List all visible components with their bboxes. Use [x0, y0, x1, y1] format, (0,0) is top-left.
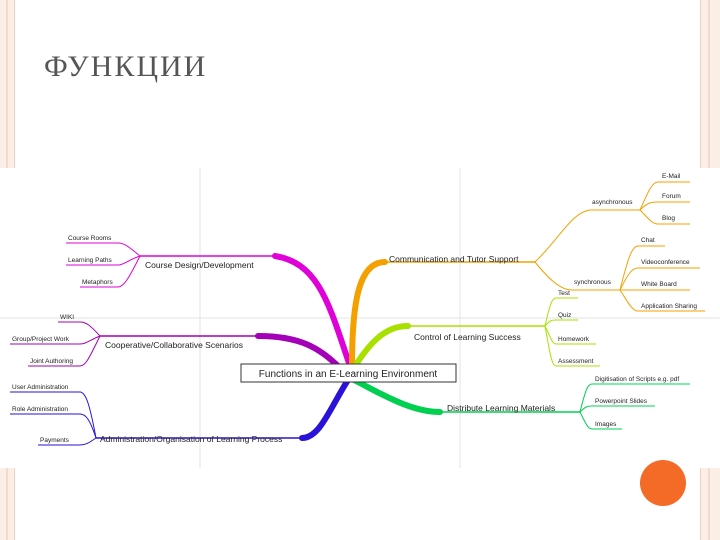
leaf-label: Application Sharing: [641, 303, 697, 310]
leaf-label: Images: [595, 421, 617, 428]
central-node-box: [240, 363, 457, 383]
leaf-connector: [544, 325, 596, 345]
leaf-label: Course Rooms: [68, 235, 112, 242]
leaf-connector: [38, 437, 97, 446]
sub-label: synchronous: [574, 279, 612, 286]
leaf-label: Role Administration: [12, 406, 68, 413]
leaf-connector: [28, 335, 101, 367]
central-node-label: Functions in an E-Learning Environment: [259, 369, 438, 380]
leaf-connector: [66, 255, 141, 266]
decorative-orange-circle: [640, 460, 686, 506]
leaf-label: User Administration: [12, 384, 69, 391]
leaf-connector: [639, 201, 690, 211]
leaf-connector: [10, 391, 97, 439]
mindmap-panel: Course Design/Development Course Rooms L…: [0, 168, 720, 468]
branch-connector: [351, 377, 443, 415]
leaf-label: Joint Authoring: [30, 358, 73, 365]
branch-label: Cooperative/Collaborative Scenarios: [105, 340, 243, 350]
leaf-label: Videoconference: [641, 259, 690, 266]
leaf-label: White Board: [641, 281, 677, 288]
leaf-label: Learning Paths: [68, 257, 112, 264]
leaf-label: Chat: [641, 237, 655, 244]
branch-connector: [272, 253, 353, 369]
leaf-connector: [619, 289, 705, 312]
leaf-connector: [619, 267, 700, 291]
leaf-label: Quiz: [558, 312, 571, 319]
branch-label: Administration/Organisation of Learning …: [100, 434, 282, 444]
slide-title: ФУНКЦИИ: [44, 50, 208, 83]
leaf-label: Digitisation of Scripts e.g. pdf: [595, 376, 679, 383]
branch-label: Communication and Tutor Support: [389, 254, 519, 264]
branch-label: Control of Learning Success: [414, 332, 521, 342]
leaf-connector: [10, 413, 97, 439]
leaf-connector: [80, 255, 141, 288]
leaf-label: Payments: [40, 437, 70, 444]
branch-connector: [299, 377, 351, 441]
leaf-connector: [619, 245, 665, 291]
leaf-label: WIKI: [60, 314, 74, 321]
leaf-label: Homework: [558, 336, 590, 343]
sub-connector: [534, 261, 620, 291]
leaf-label: Metaphors: [82, 279, 113, 286]
sub-label: asynchronous: [592, 199, 633, 206]
sub-connector: [534, 209, 640, 263]
leaf-label: Test: [558, 290, 570, 297]
leaf-connector: [544, 297, 578, 327]
leaf-connector: [579, 383, 690, 413]
leaf-connector: [58, 321, 101, 337]
leaf-label: E-Mail: [662, 173, 681, 180]
leaf-connector: [579, 411, 622, 430]
leaf-label: Group/Project Work: [12, 336, 70, 343]
branch-connector: [255, 333, 343, 371]
leaf-connector: [10, 335, 101, 345]
leaf-connector: [66, 242, 141, 257]
leaf-connector: [544, 319, 578, 327]
leaf-connector: [544, 325, 600, 367]
branch-label: Course Design/Development: [145, 260, 254, 270]
leaf-label: Forum: [662, 193, 681, 200]
leaf-label: Blog: [662, 215, 675, 222]
branch-connector: [352, 323, 411, 369]
mindmap-svg: Course Design/Development Course Rooms L…: [0, 168, 720, 468]
leaf-label: Powerpoint Slides: [595, 398, 648, 405]
leaf-connector: [639, 181, 690, 211]
branch-label: Distribute Learning Materials: [447, 403, 555, 413]
leaf-label: Assessment: [558, 358, 594, 365]
branch-connector: [349, 259, 388, 369]
leaf-connector: [639, 209, 690, 225]
leaf-connector: [579, 405, 655, 413]
